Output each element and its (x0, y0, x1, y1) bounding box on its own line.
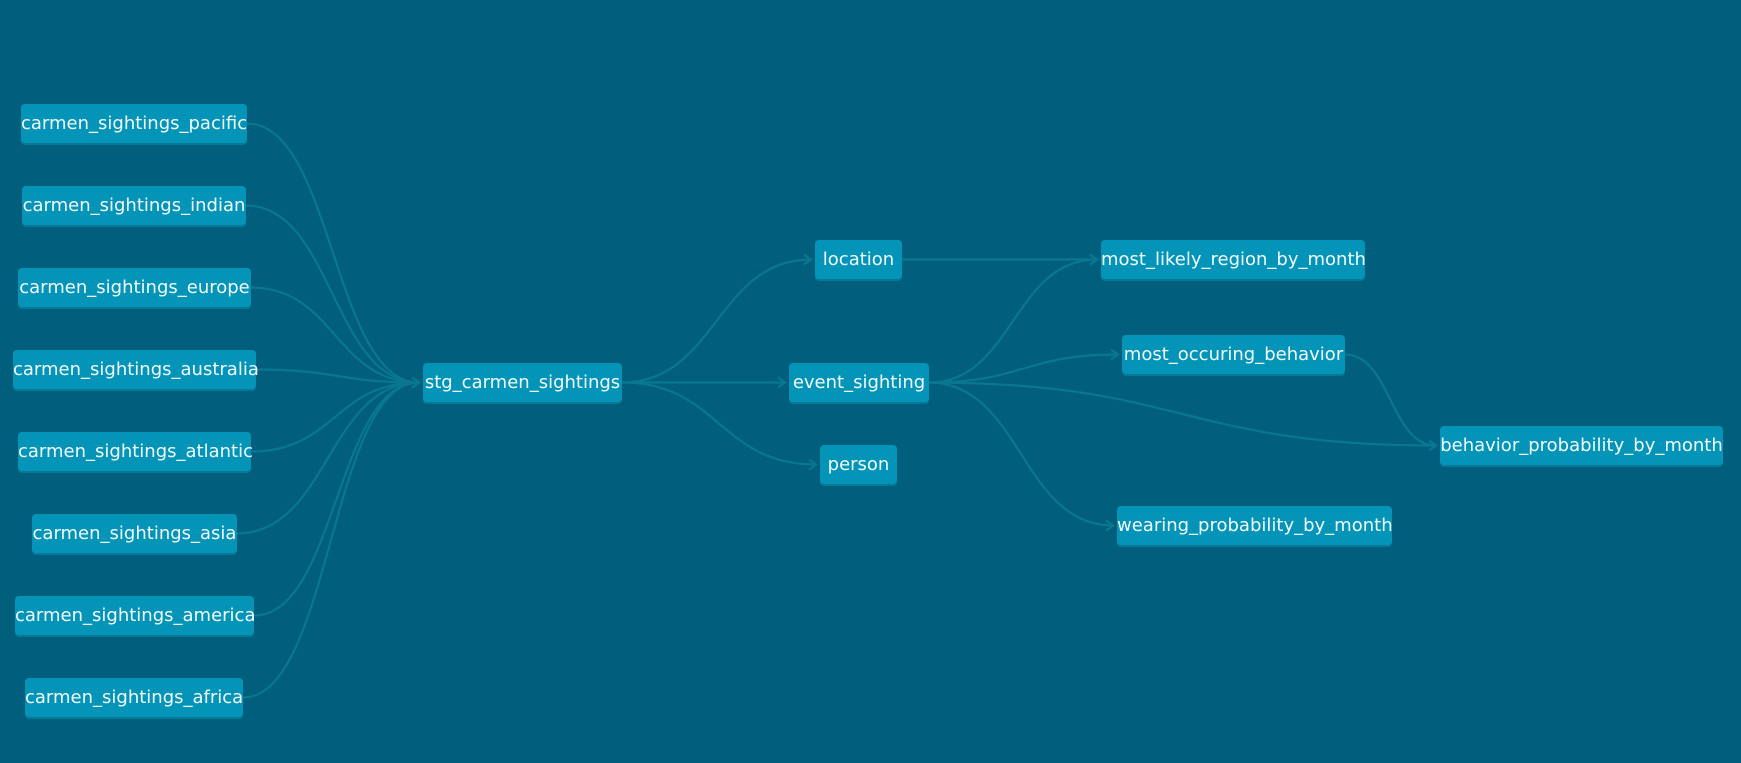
node-carmen-sightings-indian[interactable]: carmen_sightings_indian (22, 186, 246, 225)
edge-australia-to-stg (255, 368, 420, 384)
arrowhead-icon (1110, 348, 1120, 361)
node-person[interactable]: person (820, 445, 897, 484)
edge-pacific-to-stg (246, 122, 420, 384)
edge-america-to-stg (253, 381, 420, 617)
edge-europe-to-stg (250, 286, 420, 384)
arrowhead-icon (1089, 253, 1099, 266)
node-carmen-sightings-atlantic[interactable]: carmen_sightings_atlantic (18, 432, 253, 471)
edge-stg-to-person (621, 381, 817, 466)
node-event-sighting[interactable]: event_sighting (789, 363, 929, 402)
node-carmen-sightings-pacific[interactable]: carmen_sightings_pacific (21, 104, 247, 143)
edge-indian-to-stg (245, 204, 420, 384)
node-carmen-sightings-europe[interactable]: carmen_sightings_europe (18, 268, 251, 307)
node-carmen-sightings-asia[interactable]: carmen_sightings_asia (32, 514, 237, 553)
node-carmen-sightings-america[interactable]: carmen_sightings_america (15, 596, 255, 635)
edge-asia-to-stg (236, 381, 420, 535)
edge-event-to-region (928, 258, 1098, 384)
edge-event-to-behavior (928, 353, 1119, 384)
node-carmen-sightings-australia[interactable]: carmen_sightings_australia (13, 350, 259, 389)
node-most-occuring-behavior[interactable]: most_occuring_behavior (1122, 335, 1345, 374)
arrowhead-icon (803, 253, 813, 266)
edge-stg-to-location (621, 258, 812, 384)
arrowhead-icon (808, 458, 818, 471)
edge-event-to-probability (928, 381, 1437, 447)
arrowhead-icon (777, 376, 787, 389)
node-behavior-probability-by-month[interactable]: behavior_probability_by_month (1440, 426, 1723, 465)
node-stg-carmen-sightings[interactable]: stg_carmen_sightings (423, 363, 622, 402)
edge-behavior-to-probability (1344, 353, 1437, 447)
node-location[interactable]: location (815, 240, 902, 279)
node-wearing-probability-by-month[interactable]: wearing_probability_by_month (1117, 506, 1393, 545)
edge-atlantic-to-stg (250, 381, 420, 453)
node-carmen-sightings-africa[interactable]: carmen_sightings_africa (25, 678, 243, 717)
edge-africa-to-stg (242, 381, 420, 699)
edge-event-to-wearing (928, 381, 1114, 527)
arrowhead-icon (411, 376, 421, 389)
arrowhead-icon (1105, 519, 1115, 532)
node-most-likely-region-by-month[interactable]: most_likely_region_by_month (1101, 240, 1366, 279)
arrowhead-icon (1428, 439, 1438, 452)
